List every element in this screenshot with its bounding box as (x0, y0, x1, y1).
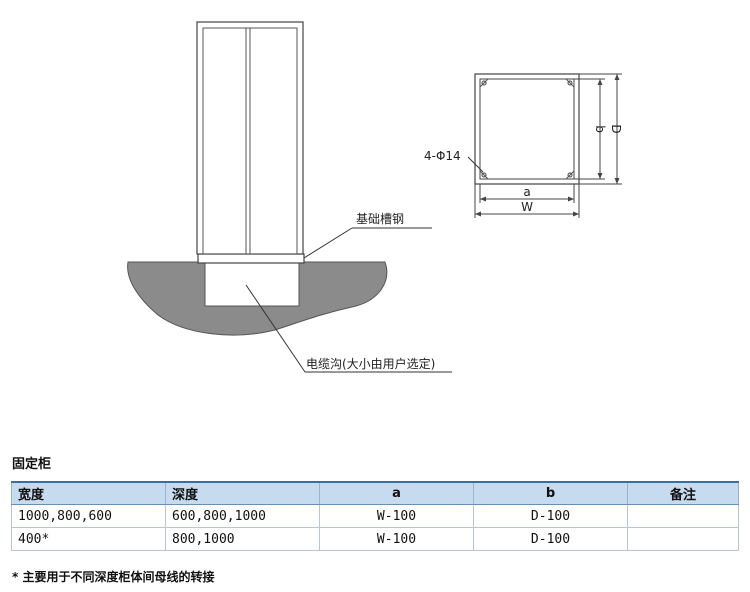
leader-cable-trench (245, 284, 306, 373)
cell-b: D-100 (473, 504, 628, 528)
header-width: 宽度 (11, 481, 166, 505)
corner-se (565, 170, 575, 180)
spec-table: 宽度 深度 a b 备注 1000,800,600 600,800,1000 W… (11, 481, 739, 551)
arrow (568, 196, 574, 202)
plan-inner (479, 78, 575, 180)
cell-remarks (627, 527, 739, 551)
corner-sw (479, 170, 489, 180)
header-b: b (473, 481, 628, 505)
label-w: W (521, 200, 533, 214)
mount-hole (481, 80, 487, 86)
label-b: b (593, 125, 607, 133)
arrow (475, 211, 481, 217)
label-d: D (609, 124, 623, 133)
installation-drawing: 基础槽钢 电缆沟(大小由用户选定) 4-Φ14 a W b D (127, 21, 623, 373)
header-depth: 深度 (165, 481, 320, 505)
arrow (614, 74, 620, 80)
cell-a: W-100 (319, 504, 474, 528)
cell-width: 1000,800,600 (11, 504, 166, 528)
cell-depth: 800,1000 (165, 527, 320, 551)
table-row: 1000,800,600 600,800,1000 W-100 D-100 (11, 504, 739, 528)
corner-nw (479, 78, 489, 88)
cell-b: D-100 (473, 527, 628, 551)
mount-hole (481, 172, 487, 178)
table-row: 400* 800,1000 W-100 D-100 (11, 527, 739, 551)
arrow (597, 79, 603, 85)
section-title: 固定柜 (12, 457, 52, 472)
label-cable-trench: 电缆沟(大小由用户选定) (306, 356, 435, 371)
arrow (597, 173, 603, 179)
label-channel-steel: 基础槽钢 (356, 212, 404, 226)
cable-trench (204, 262, 300, 307)
footnote: * 主要用于不同深度柜体间母线的转接 (12, 570, 215, 584)
mount-hole (567, 172, 573, 178)
leader-holes (467, 156, 484, 173)
plan-outer (474, 73, 580, 185)
cell-remarks (627, 504, 739, 528)
arrow (614, 178, 620, 184)
cell-a: W-100 (319, 527, 474, 551)
table-header-row: 宽度 深度 a b 备注 (11, 481, 739, 505)
corner-ne (565, 78, 575, 88)
label-a: a (523, 185, 530, 199)
cell-depth: 600,800,1000 (165, 504, 320, 528)
header-remarks: 备注 (627, 481, 739, 505)
header-a: a (319, 481, 474, 505)
cell-width: 400* (11, 527, 166, 551)
label-holes: 4-Φ14 (424, 149, 461, 163)
mount-hole (567, 80, 573, 86)
channel-steel-base (197, 253, 305, 264)
arrow (480, 196, 486, 202)
leader-channel-steel (303, 227, 353, 259)
arrow (573, 211, 579, 217)
